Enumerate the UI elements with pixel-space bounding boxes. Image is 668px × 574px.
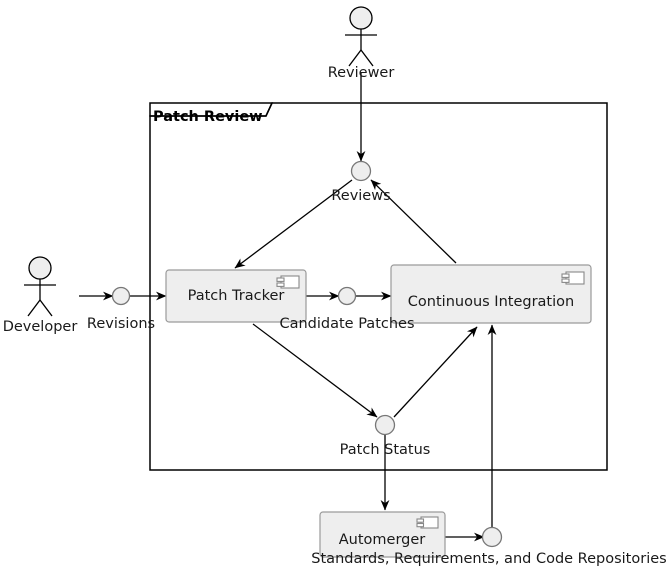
component-automerger[interactable] <box>319 511 446 558</box>
interface-candidate-patches[interactable] <box>337 286 357 306</box>
component-continuous-integration[interactable] <box>390 264 592 324</box>
interface-label-reviews: Reviews <box>331 188 391 204</box>
interface-standards-requirements[interactable] <box>481 526 503 548</box>
actor-label-developer: Developer <box>2 319 78 335</box>
component-label-automerger: Automerger <box>338 532 426 548</box>
actor-reviewer <box>345 6 377 67</box>
interface-patch-status[interactable] <box>374 414 396 436</box>
edge-patch-tracker-to-patch-status <box>252 323 378 418</box>
package-title-patch-review: Patch Review <box>153 109 263 125</box>
edge-patch-status-to-continuous-integration <box>393 326 478 418</box>
actor-developer <box>24 256 56 317</box>
edge-reviews-to-patch-tracker <box>234 179 353 269</box>
interface-revisions[interactable] <box>111 286 131 306</box>
component-patch-tracker[interactable] <box>165 269 307 323</box>
component-label-patch-tracker: Patch Tracker <box>187 288 285 304</box>
package-patch-review <box>149 102 608 471</box>
component-label-continuous-integration: Continuous Integration <box>407 294 575 310</box>
interface-label-standards-requirements: Standards, Requirements, and Code Reposi… <box>311 551 667 567</box>
interface-reviews[interactable] <box>350 160 372 182</box>
edge-continuous-integration-to-reviews <box>370 179 457 264</box>
interface-label-patch-status: Patch Status <box>339 442 431 458</box>
interface-label-candidate-patches: Candidate Patches <box>279 316 415 332</box>
interface-label-revisions: Revisions <box>86 316 156 332</box>
actor-label-reviewer: Reviewer <box>327 65 395 81</box>
